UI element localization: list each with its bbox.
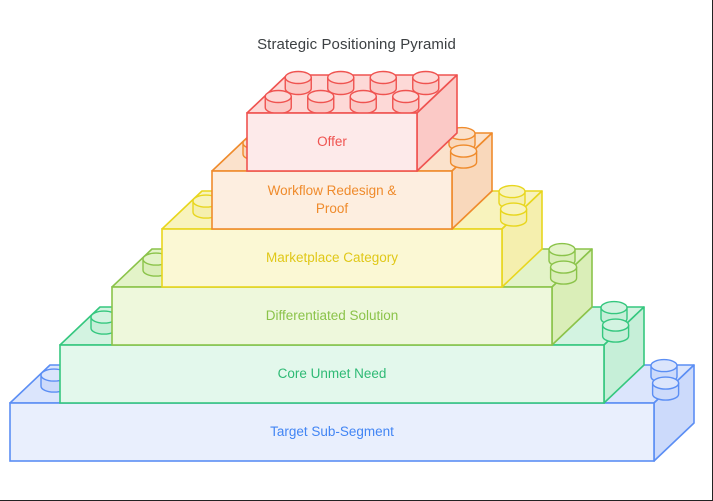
brick-stud — [651, 376, 680, 401]
lego-brick-tier-1[interactable]: Offer — [246, 70, 458, 172]
brick-stud — [369, 70, 397, 96]
brick-front-face — [9, 402, 655, 462]
brick-stud — [392, 89, 420, 115]
brick-front-face — [161, 228, 503, 288]
brick-label: Marketplace Category — [266, 250, 398, 265]
brick-front-face — [111, 286, 553, 346]
brick-stud — [349, 89, 377, 115]
brick-stud — [601, 318, 630, 343]
brick-stud — [412, 70, 440, 96]
brick-stud — [307, 89, 335, 115]
brick-stud — [449, 144, 478, 169]
brick-label: Target Sub-Segment — [270, 424, 394, 439]
brick-front-face — [246, 112, 418, 172]
brick-label: Differentiated Solution — [266, 308, 399, 323]
brick-label: Core Unmet Need — [278, 366, 387, 381]
brick-stud — [499, 202, 528, 227]
brick-stud — [284, 70, 312, 96]
brick-stud — [264, 89, 292, 115]
brick-stud — [549, 260, 578, 285]
brick-label: Workflow Redesign &Proof — [268, 183, 397, 216]
page-title: Strategic Positioning Pyramid — [257, 36, 456, 53]
brick-front-face — [59, 344, 605, 404]
brick-stud — [327, 70, 355, 96]
brick-label: Offer — [317, 134, 347, 149]
